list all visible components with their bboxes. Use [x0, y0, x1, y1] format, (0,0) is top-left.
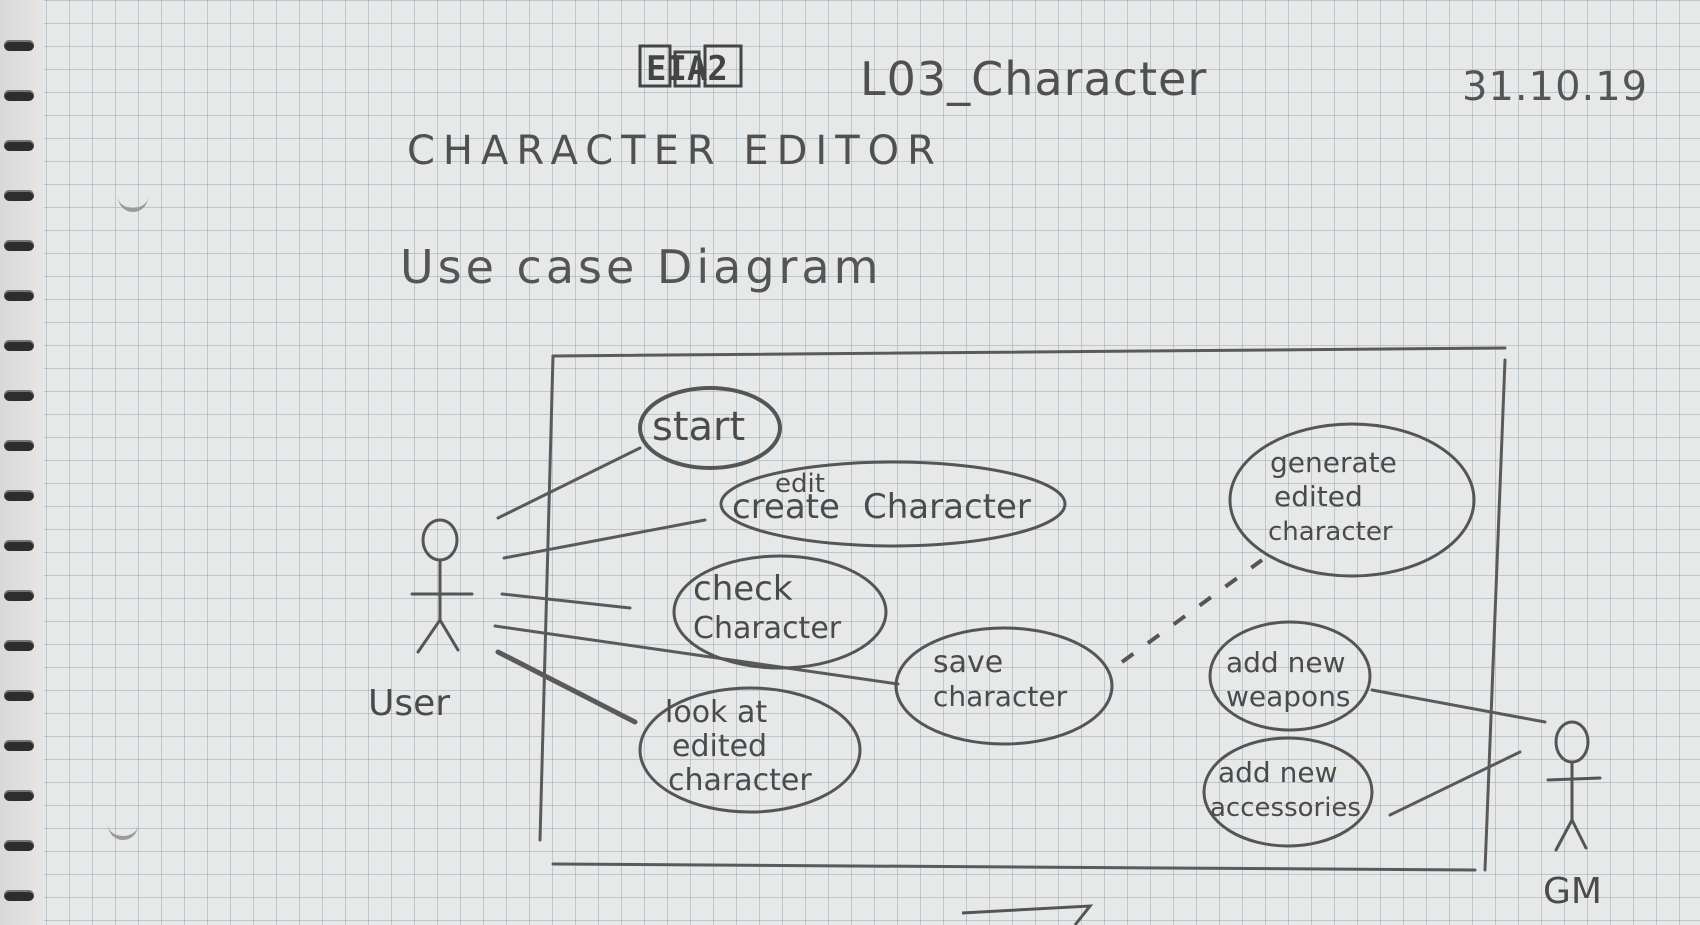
assoc-save [493, 624, 900, 686]
gm-label: GM [1543, 871, 1602, 912]
use-case-look-line2: edited [672, 729, 767, 764]
spiral-ring [4, 640, 34, 651]
punch-hole [118, 190, 148, 212]
assoc-weapons [1370, 688, 1547, 724]
user-associations [493, 446, 900, 725]
subtitle: CHARACTER EDITOR [407, 128, 943, 174]
spiral-ring [4, 490, 34, 501]
use-case-create-character [719, 460, 1067, 548]
spiral-ring [4, 740, 34, 751]
spiral-ring [4, 140, 34, 151]
spiral-ring [4, 840, 34, 851]
use-case-edit-overwrite: edit [775, 469, 825, 499]
spiral-ring [4, 90, 34, 101]
use-case-create-prefix: create [732, 487, 840, 527]
assoc-start [496, 446, 642, 520]
user-actor [410, 518, 474, 654]
spiral-ring [4, 690, 34, 701]
assoc-accessories [1388, 750, 1522, 817]
pen-mark [961, 904, 1094, 925]
spiral-ring [4, 40, 34, 51]
section-heading: Use case Diagram [400, 240, 883, 294]
use-case-check-line1: check [693, 569, 793, 609]
use-case-accessories-line2: accessories [1210, 793, 1361, 823]
use-case-generate-line3: character [1268, 517, 1393, 547]
use-case-start [638, 386, 782, 470]
use-case-add-weapons [1208, 620, 1372, 732]
assoc-check [500, 592, 632, 610]
use-case-check-character [672, 554, 888, 670]
spiral-ring [4, 440, 34, 451]
punch-hole [108, 818, 138, 840]
use-case-check-line2: Character [693, 611, 842, 646]
spiral-ring [4, 340, 34, 351]
use-case-accessories-line1: add new [1218, 756, 1337, 789]
gm-actor [1546, 720, 1602, 852]
spiral-ring [4, 590, 34, 601]
use-case-weapons-line2: weapons [1226, 680, 1351, 713]
use-case-create-suffix: Character [863, 487, 1031, 527]
spiral-ring [4, 890, 34, 901]
use-case-save-character [894, 626, 1114, 746]
spiral-ring [4, 790, 34, 801]
use-case-add-accessories [1202, 736, 1374, 848]
use-case-shapes [638, 386, 1476, 848]
gm-associations [1370, 688, 1547, 817]
assoc-create [502, 518, 707, 560]
spiral-ring [4, 290, 34, 301]
notebook-spiral [0, 0, 44, 925]
spiral-ring [4, 190, 34, 201]
spiral-ring [4, 390, 34, 401]
use-case-weapons-line1: add new [1226, 646, 1345, 679]
use-case-generate-line1: generate [1270, 446, 1397, 479]
spiral-ring [4, 540, 34, 551]
eia2-logo: EIA2 [638, 44, 743, 89]
use-case-look-line3: character [668, 763, 812, 798]
use-case-generate-line2: edited [1274, 480, 1363, 513]
page-title: L03_Character [860, 52, 1208, 106]
use-case-look-line1: look at [665, 695, 767, 730]
use-case-start-label: start [652, 404, 745, 450]
use-case-look-at-edited [638, 686, 862, 814]
logo-text: EIA2 [646, 49, 728, 89]
use-case-generate-edited [1228, 422, 1476, 578]
assoc-look [495, 649, 638, 725]
date-label: 31.10.19 [1462, 64, 1649, 110]
use-case-save-line2: character [933, 680, 1068, 713]
user-label: User [368, 683, 450, 724]
spiral-ring [4, 240, 34, 251]
use-case-save-line1: save [933, 645, 1003, 680]
